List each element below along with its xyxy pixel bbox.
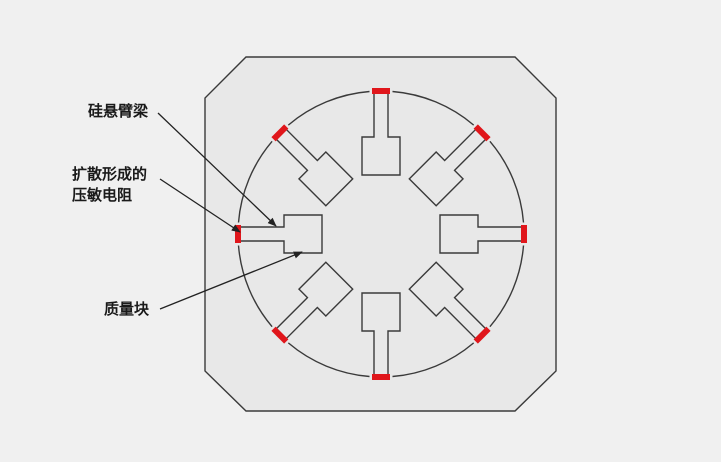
piezoresistor [372, 374, 390, 380]
resistor-unit [473, 124, 491, 142]
resistor-unit [235, 225, 241, 243]
cavity-arc [237, 245, 273, 328]
label-mass: 质量块 [104, 300, 150, 318]
beam-mass-unit [408, 127, 488, 207]
proof-mass [238, 214, 323, 254]
cavity-arc [392, 90, 475, 126]
resistor-unit [521, 225, 527, 243]
beam-mass-unit [274, 261, 354, 341]
beam-mass-unit [361, 292, 401, 377]
resistor-unit [372, 88, 390, 94]
cavity-arc [392, 342, 475, 378]
beam-mass-unit [274, 127, 354, 207]
piezoresistor [271, 124, 289, 142]
piezoresistor [521, 225, 527, 243]
piezoresistor [372, 88, 390, 94]
proof-mass [274, 127, 354, 207]
label-resistor-line2: 压敏电阻 [72, 186, 133, 204]
pointer-cantilever [157, 112, 277, 227]
piezoresistor [271, 326, 289, 344]
beam-mass-unit [238, 214, 323, 254]
resistor-unit [271, 124, 289, 142]
beam-mass-unit [408, 261, 488, 341]
proof-mass [408, 127, 488, 207]
cavity-arc [489, 245, 525, 328]
pointer-resistor [159, 178, 241, 233]
proof-mass [439, 214, 524, 254]
piezoresistor [473, 326, 491, 344]
label-cantilever: 硅悬臂梁 [88, 102, 149, 120]
label-resistor-line1: 扩散形成的 [72, 165, 148, 183]
proof-mass [361, 292, 401, 377]
resistor-unit [372, 374, 390, 380]
beam-mass-unit [361, 91, 401, 176]
piezoresistors [235, 88, 527, 380]
proof-mass [274, 261, 354, 341]
cavity-arc [287, 90, 370, 126]
proof-mass [408, 261, 488, 341]
pointer-mass [159, 251, 303, 310]
piezoresistor [473, 124, 491, 142]
cavity-arc [287, 342, 370, 378]
resistor-unit [271, 326, 289, 344]
cavity-arc [489, 140, 525, 223]
piezoresistor [235, 225, 241, 243]
beam-mass-unit [439, 214, 524, 254]
cavity-arc [237, 140, 273, 223]
resistor-unit [473, 326, 491, 344]
proof-mass [361, 91, 401, 176]
proof-masses [238, 91, 524, 377]
etched-cavity [237, 90, 525, 378]
